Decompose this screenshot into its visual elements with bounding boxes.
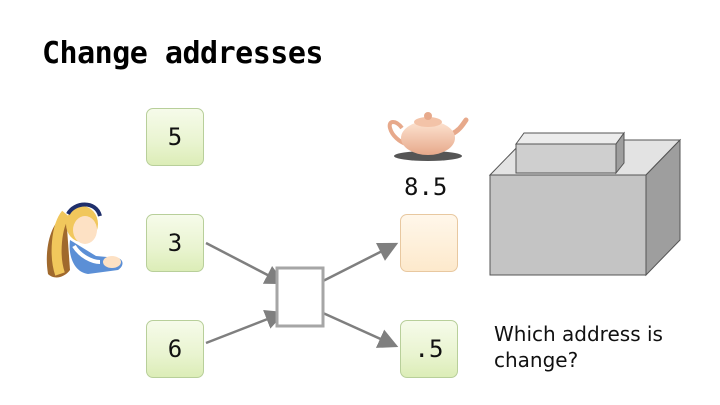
transaction-box-icon [275, 266, 325, 328]
slide-title: Change addresses [42, 36, 323, 71]
input-value: 5 [167, 123, 183, 151]
input-box-top: 5 [146, 108, 204, 166]
question-text: Which address is change? [494, 322, 663, 372]
arrow-input-3 [205, 241, 286, 285]
alice-icon [46, 202, 123, 278]
output-box-top [400, 214, 458, 272]
arrow-output-top [322, 242, 399, 283]
input-box-middle: 3 [146, 214, 204, 272]
arrow-input-6 [205, 310, 286, 345]
gray-box-icon [488, 131, 682, 277]
input-box-bottom: 6 [146, 320, 204, 378]
input-value: 6 [167, 335, 183, 363]
teapot-icon [387, 112, 469, 161]
teapot-amount: 8.5 [404, 173, 448, 201]
arrow-output-bottom [322, 311, 399, 348]
output-box-bottom: .5 [400, 320, 458, 378]
output-value: .5 [414, 335, 444, 363]
input-value: 3 [167, 229, 183, 257]
